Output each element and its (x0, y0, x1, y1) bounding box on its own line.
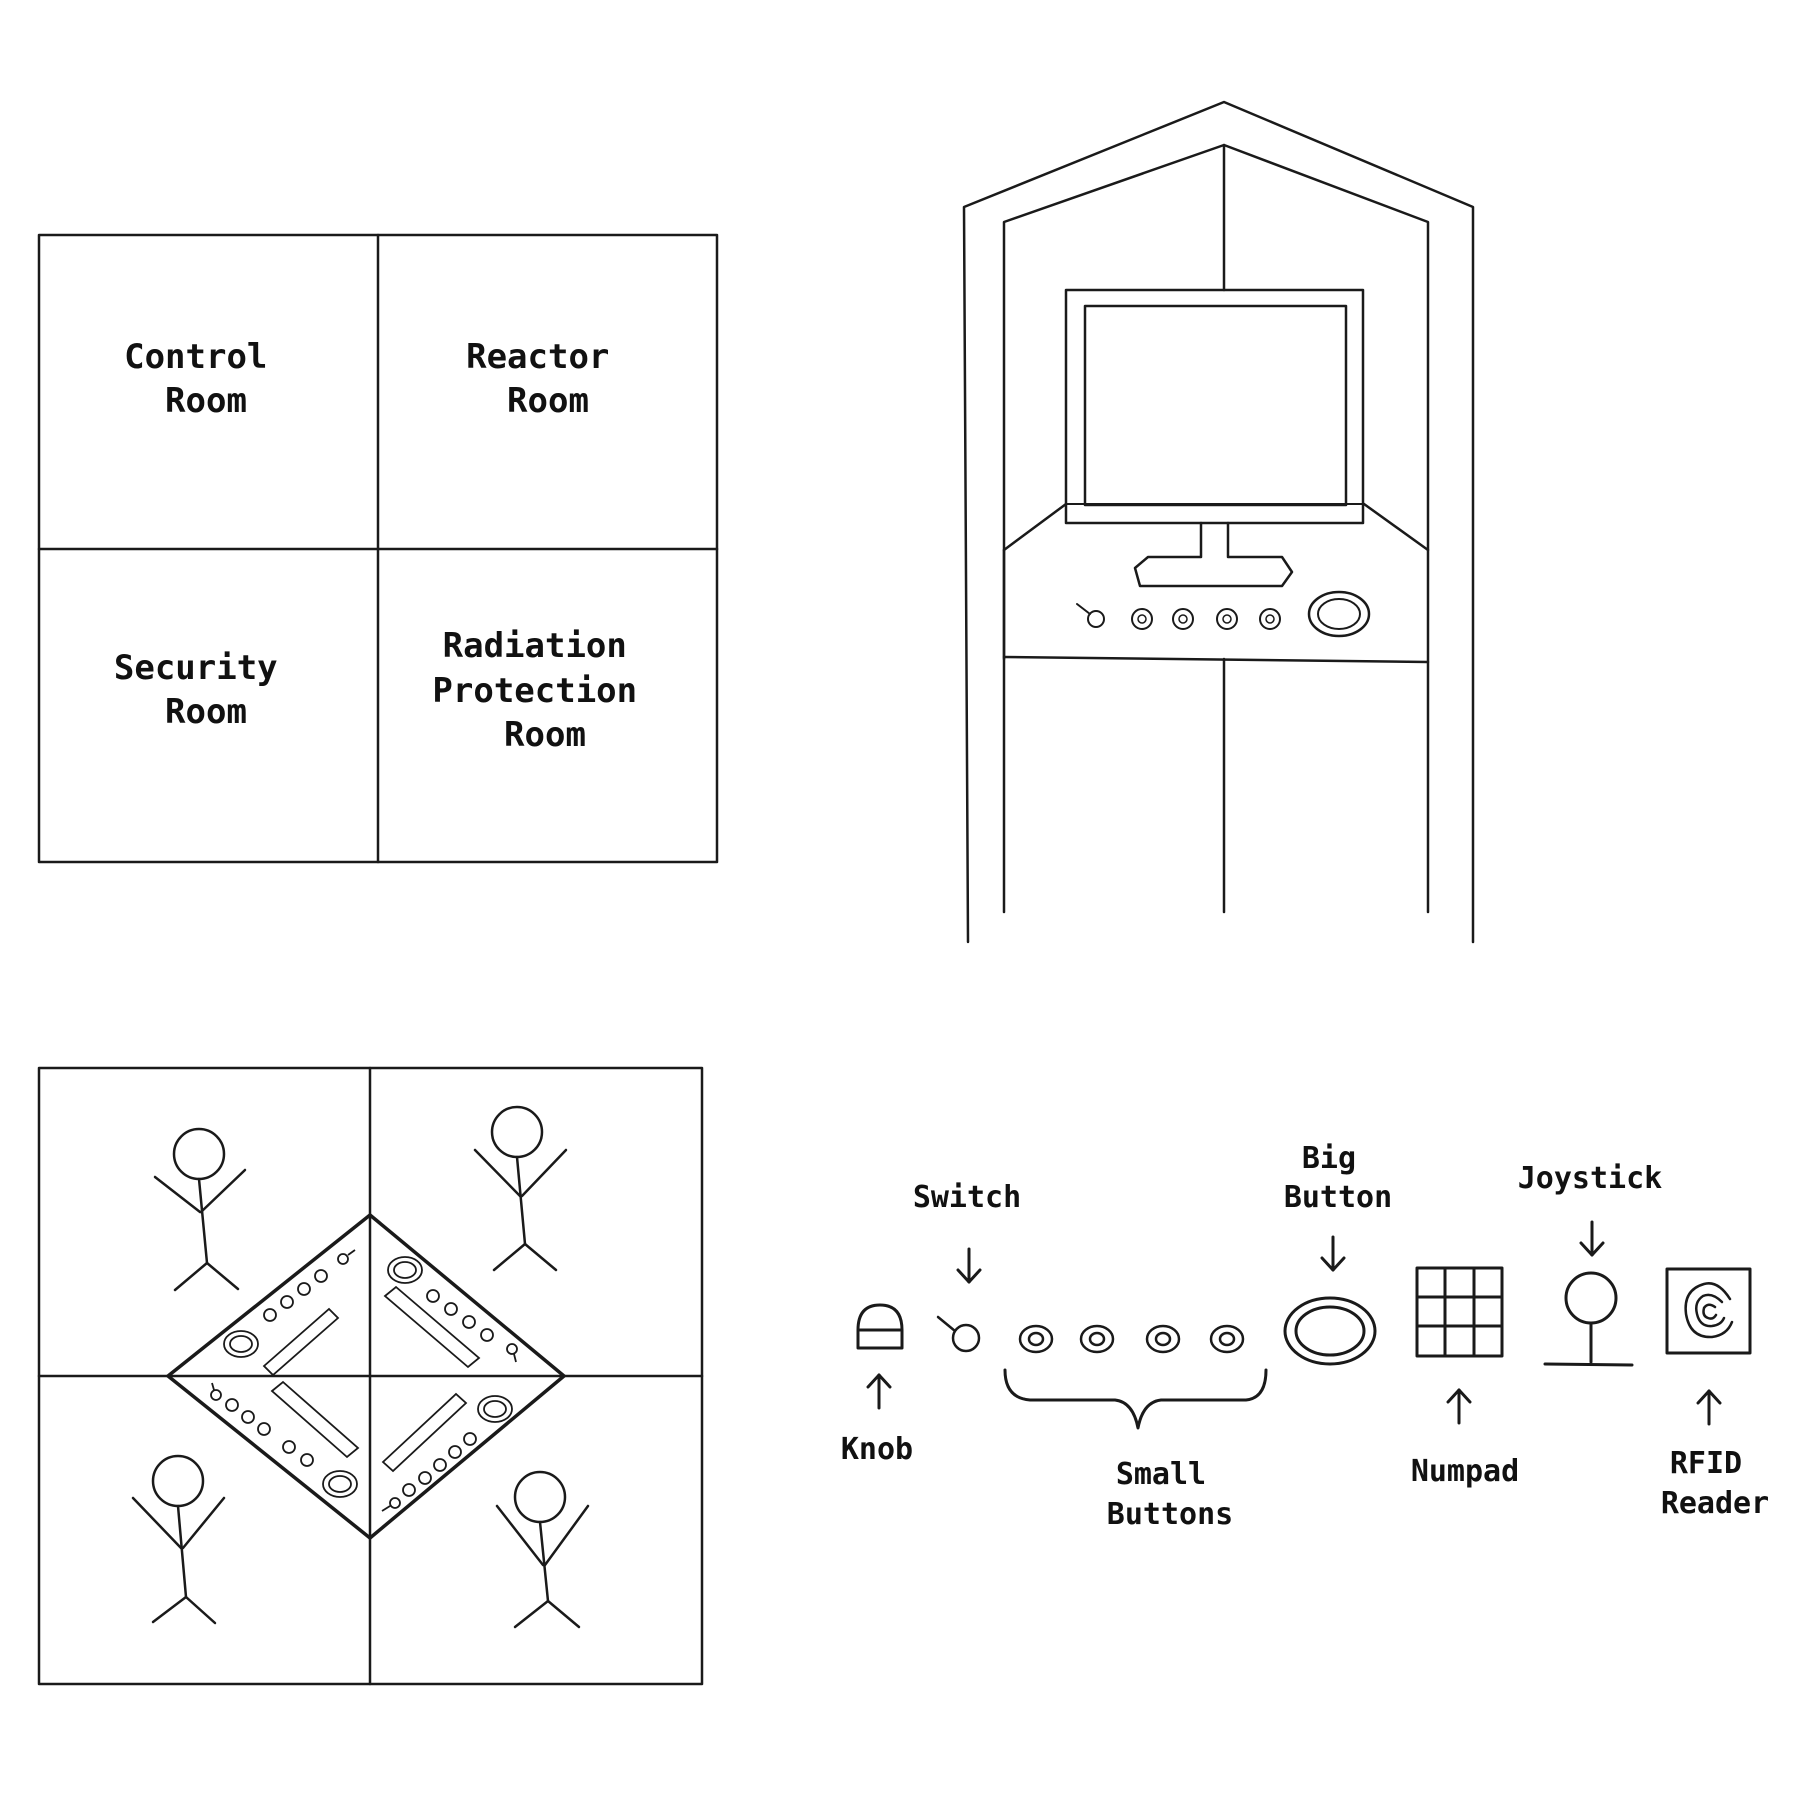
big-button-icon (1283, 1296, 1377, 1366)
big-button-label: Big Button (1284, 1141, 1392, 1215)
monitor-screen (1083, 304, 1348, 507)
rfid-reader-label: RFID Reader (1661, 1446, 1769, 1521)
room-label-control: Control Room (124, 337, 288, 421)
cabinet-inner-frame (1002, 143, 1430, 914)
knob-label: Knob (841, 1432, 913, 1467)
room-label-reactor: Reactor Room (466, 337, 630, 421)
console-station-bottom-right (381, 1392, 513, 1512)
monitor-bezel (1064, 288, 1365, 525)
desk-front-edge (1002, 655, 1430, 664)
person-bottom-left (131, 1454, 226, 1625)
joystick-arrow (1579, 1220, 1605, 1257)
joystick-icon (1543, 1271, 1634, 1367)
console-station-top-left (223, 1249, 356, 1377)
person-top-left (153, 1127, 247, 1292)
small-buttons-label: Small Buttons (1107, 1457, 1233, 1532)
knob-arrow (866, 1373, 892, 1410)
desk-left-bevel (1002, 502, 1068, 552)
person-bottom-right (495, 1470, 590, 1629)
knob-icon (856, 1303, 904, 1350)
room-label-security: Security Room (114, 648, 298, 732)
controls-legend: Knob Switch Small Buttons Big B (841, 1141, 1769, 1532)
top-down-layout (37, 1066, 704, 1686)
small-buttons-icons (1018, 1324, 1245, 1354)
room-label-radiation-protection: Radiation Protection Room (432, 626, 657, 755)
cabinet-outer-frame (962, 100, 1475, 944)
numpad-arrow (1446, 1388, 1472, 1425)
console-cabinet (962, 100, 1475, 944)
small-buttons-brace (1003, 1368, 1268, 1430)
console-big-button (1307, 590, 1371, 638)
console-small-buttons (1131, 608, 1281, 630)
rfid-reader-icon (1665, 1267, 1752, 1355)
switch-label: Switch (913, 1180, 1021, 1215)
console-switch (1076, 603, 1105, 628)
console-station-bottom-left (210, 1380, 360, 1498)
rfid-reader-arrow (1696, 1389, 1722, 1426)
switch-icon (936, 1315, 981, 1353)
person-top-right (473, 1105, 568, 1272)
desk-right-bevel (1362, 502, 1430, 552)
switch-arrow (956, 1247, 982, 1284)
monitor-stand (1133, 521, 1294, 588)
numpad-label: Numpad (1411, 1454, 1519, 1489)
floor-plan: Control Room Reactor Room Security Room … (37, 233, 719, 864)
console-station-top-right (383, 1256, 518, 1369)
joystick-label: Joystick (1518, 1161, 1663, 1196)
numpad-icon (1415, 1266, 1504, 1358)
big-button-arrow (1320, 1235, 1346, 1272)
